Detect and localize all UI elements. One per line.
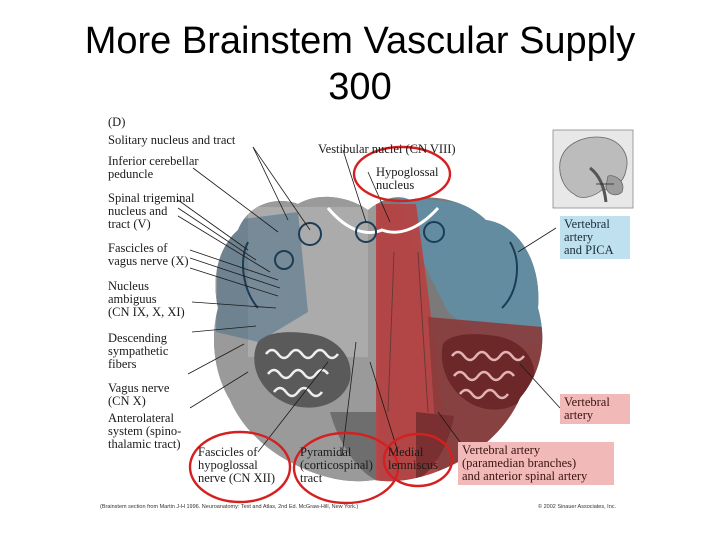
label-spinal-trigeminal: Spinal trigeminal nucleus and tract (V): [108, 192, 194, 231]
label-hypoglossal-nucleus: Hypoglossal nucleus: [376, 166, 439, 192]
slide-title: More Brainstem Vascular Supply 300: [0, 18, 720, 110]
label-vestibular-nuclei: Vestibular nuclei (CN VIII): [318, 143, 456, 156]
box-vertebral-pica: Vertebral artery and PICA: [560, 216, 630, 259]
label-medial-lemniscus: Medial lemniscus: [388, 446, 438, 472]
label-fascicles-vagus: Fascicles of vagus nerve (X): [108, 242, 189, 268]
label-anterolateral-system: Anterolateral system (spino- thalamic tr…: [108, 412, 181, 451]
label-fascicles-hypoglossal: Fascicles of hypoglossal nerve (CN XII): [198, 446, 275, 485]
box-vertebral-artery: Vertebral artery: [560, 394, 630, 424]
slide-title-line-2: 300: [0, 64, 720, 110]
figure-credit-source: (Brainstem section from Martin J-H 1996.…: [100, 504, 358, 510]
brainstem-figure: (D) Solitary nucleus and tract Inferior …: [98, 112, 638, 522]
box-paramedian-branches: Vertebral artery (paramedian branches) a…: [458, 442, 614, 485]
label-solitary-nucleus: Solitary nucleus and tract: [108, 134, 235, 147]
label-nucleus-ambiguus: Nucleus ambiguus (CN IX, X, XI): [108, 280, 185, 319]
figure-credit-copyright: © 2002 Sinauer Associates, Inc.: [538, 504, 616, 510]
label-descending-sympathetic: Descending sympathetic fibers: [108, 332, 168, 371]
label-vagus-nerve: Vagus nerve (CN X): [108, 382, 169, 408]
label-inferior-cerebellar-peduncle: Inferior cerebellar peduncle: [108, 155, 199, 181]
slide-title-line-1: More Brainstem Vascular Supply: [0, 18, 720, 64]
panel-letter: (D): [108, 116, 125, 129]
label-pyramidal-tract: Pyramidal (corticospinal) tract: [300, 446, 373, 485]
